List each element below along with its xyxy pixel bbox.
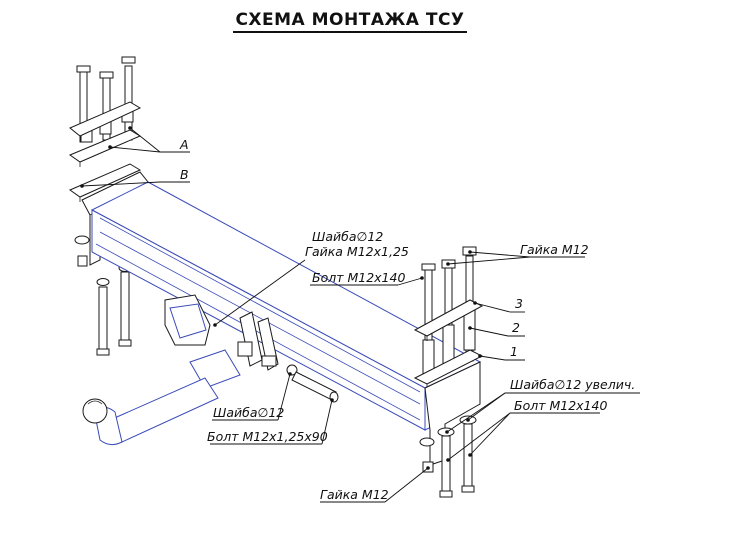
label-part-1: 1 [510,344,518,359]
tow-ball-bar [82,349,241,446]
socket-plates [164,294,279,371]
label-nut-m12-bottom: Гайка M12 [320,487,389,502]
label-bolt-m12x125x90: Болт M12x1,25x90 [207,429,328,444]
right-mounting-group [413,246,484,498]
label-a: A [180,137,189,152]
label-part-3: 3 [515,296,523,311]
label-nut-m12x125: Гайка M12x1,25 [305,244,409,259]
label-bolt-m12x140-right: Болт M12x140 [514,398,608,413]
label-washer12-enlarged: Шайба∅12 увелич. [510,377,636,392]
label-bolt-m12x140-center: Болт M12x140 [312,270,406,285]
label-washer12-bottom: Шайба∅12 [213,405,285,420]
label-washer12-top: Шайба∅12 [312,229,384,244]
left-mounting-group [68,56,149,356]
main-crossbeam [90,181,482,431]
left-bottom-fasteners [74,235,132,356]
label-nut-m12-right: Гайка M12 [520,242,589,257]
label-b: B [180,167,189,182]
leader-lines [80,126,640,503]
label-part-2: 2 [512,320,520,335]
diagram-title: СХЕМА МОНТАЖА ТСУ [0,10,700,33]
